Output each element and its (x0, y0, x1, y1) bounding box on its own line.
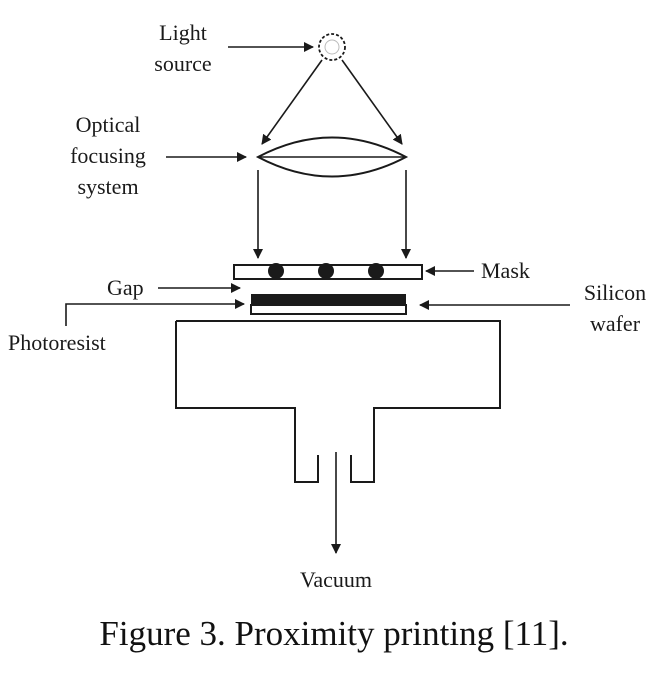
optical-lens (255, 136, 409, 178)
photoresist-label: Photoresist (8, 330, 106, 355)
ray-left-to-lens (261, 59, 323, 145)
vacuum-label: Vacuum (300, 567, 372, 592)
silicon-label-line2: wafer (590, 311, 641, 336)
figure-caption: Figure 3. Proximity printing [11]. (99, 614, 568, 653)
ray-right-to-lens (341, 59, 403, 145)
light-source-label-line1: Light (159, 20, 207, 45)
optical-label-line2: focusing (70, 143, 146, 168)
optical-label-line1: Optical (76, 112, 141, 137)
silicon-label-line1: Silicon (584, 280, 646, 305)
photoresist-pointer-arrow (65, 299, 245, 326)
light-source (318, 33, 346, 61)
gap-label: Gap (107, 275, 144, 300)
silicon-wafer (250, 294, 407, 315)
mask-label: Mask (481, 258, 530, 283)
light-source-label-line2: source (154, 51, 211, 76)
vacuum-chuck (175, 320, 501, 483)
mask (233, 263, 423, 280)
optical-label-line3: system (77, 174, 138, 199)
